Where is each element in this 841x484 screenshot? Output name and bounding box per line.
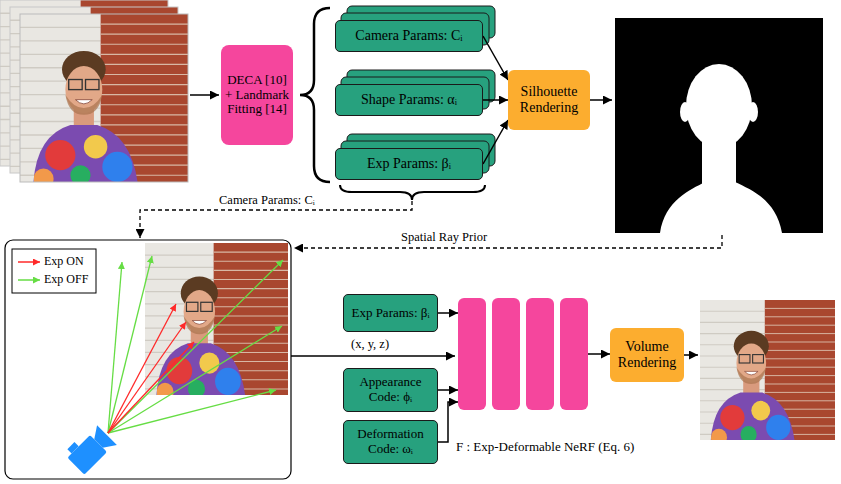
parameter-box: Camera Params: Cᵢ <box>335 20 483 52</box>
connector-arrow <box>483 120 508 164</box>
annotation-label: (x, y, z) <box>350 337 390 351</box>
legend-text: Exp ON <box>44 254 84 268</box>
silhouette-neck <box>702 135 736 187</box>
annotation-label: Spatial Ray Prior <box>400 230 488 244</box>
flow-arrow <box>291 355 455 357</box>
connector-arrow <box>438 402 458 442</box>
silhouette-ear <box>748 102 758 122</box>
ray <box>108 304 176 433</box>
connector-arrow <box>438 389 458 391</box>
legend-entry: Exp OFF <box>44 273 88 287</box>
connector-arrow <box>483 36 508 80</box>
legend-sample-red <box>18 261 40 263</box>
camera-viewfinder <box>67 442 78 453</box>
ray <box>108 256 152 433</box>
silhouette-background <box>615 18 823 233</box>
box-label: Exp Params: βᵢ <box>351 306 429 321</box>
box-label: DECA [10] + Landmark Fitting [14] <box>225 73 289 118</box>
box-label: Shape Params: αᵢ <box>361 92 457 108</box>
silhouette-ear <box>680 102 690 122</box>
input-photo-stack <box>0 0 188 189</box>
output-photo <box>700 300 835 446</box>
ray <box>108 260 283 433</box>
rays-exp-off <box>108 256 283 433</box>
legend-sample-green <box>18 279 40 281</box>
ray-panel <box>5 240 291 479</box>
ray <box>108 326 282 433</box>
connector-arrow <box>588 353 610 355</box>
box-label: Silhouette Rendering <box>512 84 586 116</box>
legend-box <box>12 249 96 293</box>
brace <box>300 8 330 182</box>
box-label: Volume Rendering <box>614 339 680 371</box>
network-layer <box>458 298 486 410</box>
network-caption: F : Exp-Deformable NeRF (Eq. 6) <box>456 440 634 455</box>
connector-arrow <box>483 99 508 101</box>
connector-arrow <box>438 312 458 314</box>
box-label: Deformation Code: ωᵢ <box>348 427 433 457</box>
camera-icon <box>63 422 117 476</box>
box-label: Exp Params: βᵢ <box>367 156 451 172</box>
photo <box>20 14 188 189</box>
flow-arrow <box>684 354 698 356</box>
ray <box>108 322 186 433</box>
legend-text: Exp OFF <box>44 272 88 286</box>
box-label: Camera Params: Cᵢ <box>355 28 462 44</box>
rays-exp-on <box>108 304 194 433</box>
code-box: Appearance Code: ϕᵢ <box>343 368 438 412</box>
parameter-box: Exp Params: βᵢ <box>343 294 438 332</box>
flow-arrow <box>190 94 219 96</box>
render-box: Silhouette Rendering <box>508 70 590 130</box>
camera-lens <box>89 425 117 453</box>
annotation-label: Camera Params: Cᵢ <box>218 193 316 207</box>
code-box: Deformation Code: ωᵢ <box>343 420 438 464</box>
ray <box>108 342 194 433</box>
silhouette-shoulders <box>660 182 782 233</box>
render-box: Volume Rendering <box>610 328 684 382</box>
network-block: F : Exp-Deformable NeRF (Eq. 6) <box>458 298 588 410</box>
network-layer <box>560 298 588 410</box>
parameter-box: Shape Params: αᵢ <box>335 84 483 116</box>
flow-arrow <box>590 99 612 101</box>
network-layers <box>458 298 588 410</box>
process-box: DECA [10] + Landmark Fitting [14] <box>221 45 293 145</box>
brace <box>340 185 485 200</box>
dashed-arrow <box>294 235 722 248</box>
network-layer <box>526 298 554 410</box>
silhouette-image <box>615 18 823 233</box>
network-layer <box>492 298 520 410</box>
parameter-box: Exp Params: βᵢ <box>335 148 483 180</box>
box-label: Appearance Code: ϕᵢ <box>348 375 433 405</box>
legend-entry: Exp ON <box>44 255 84 269</box>
photo-frame <box>20 14 188 182</box>
